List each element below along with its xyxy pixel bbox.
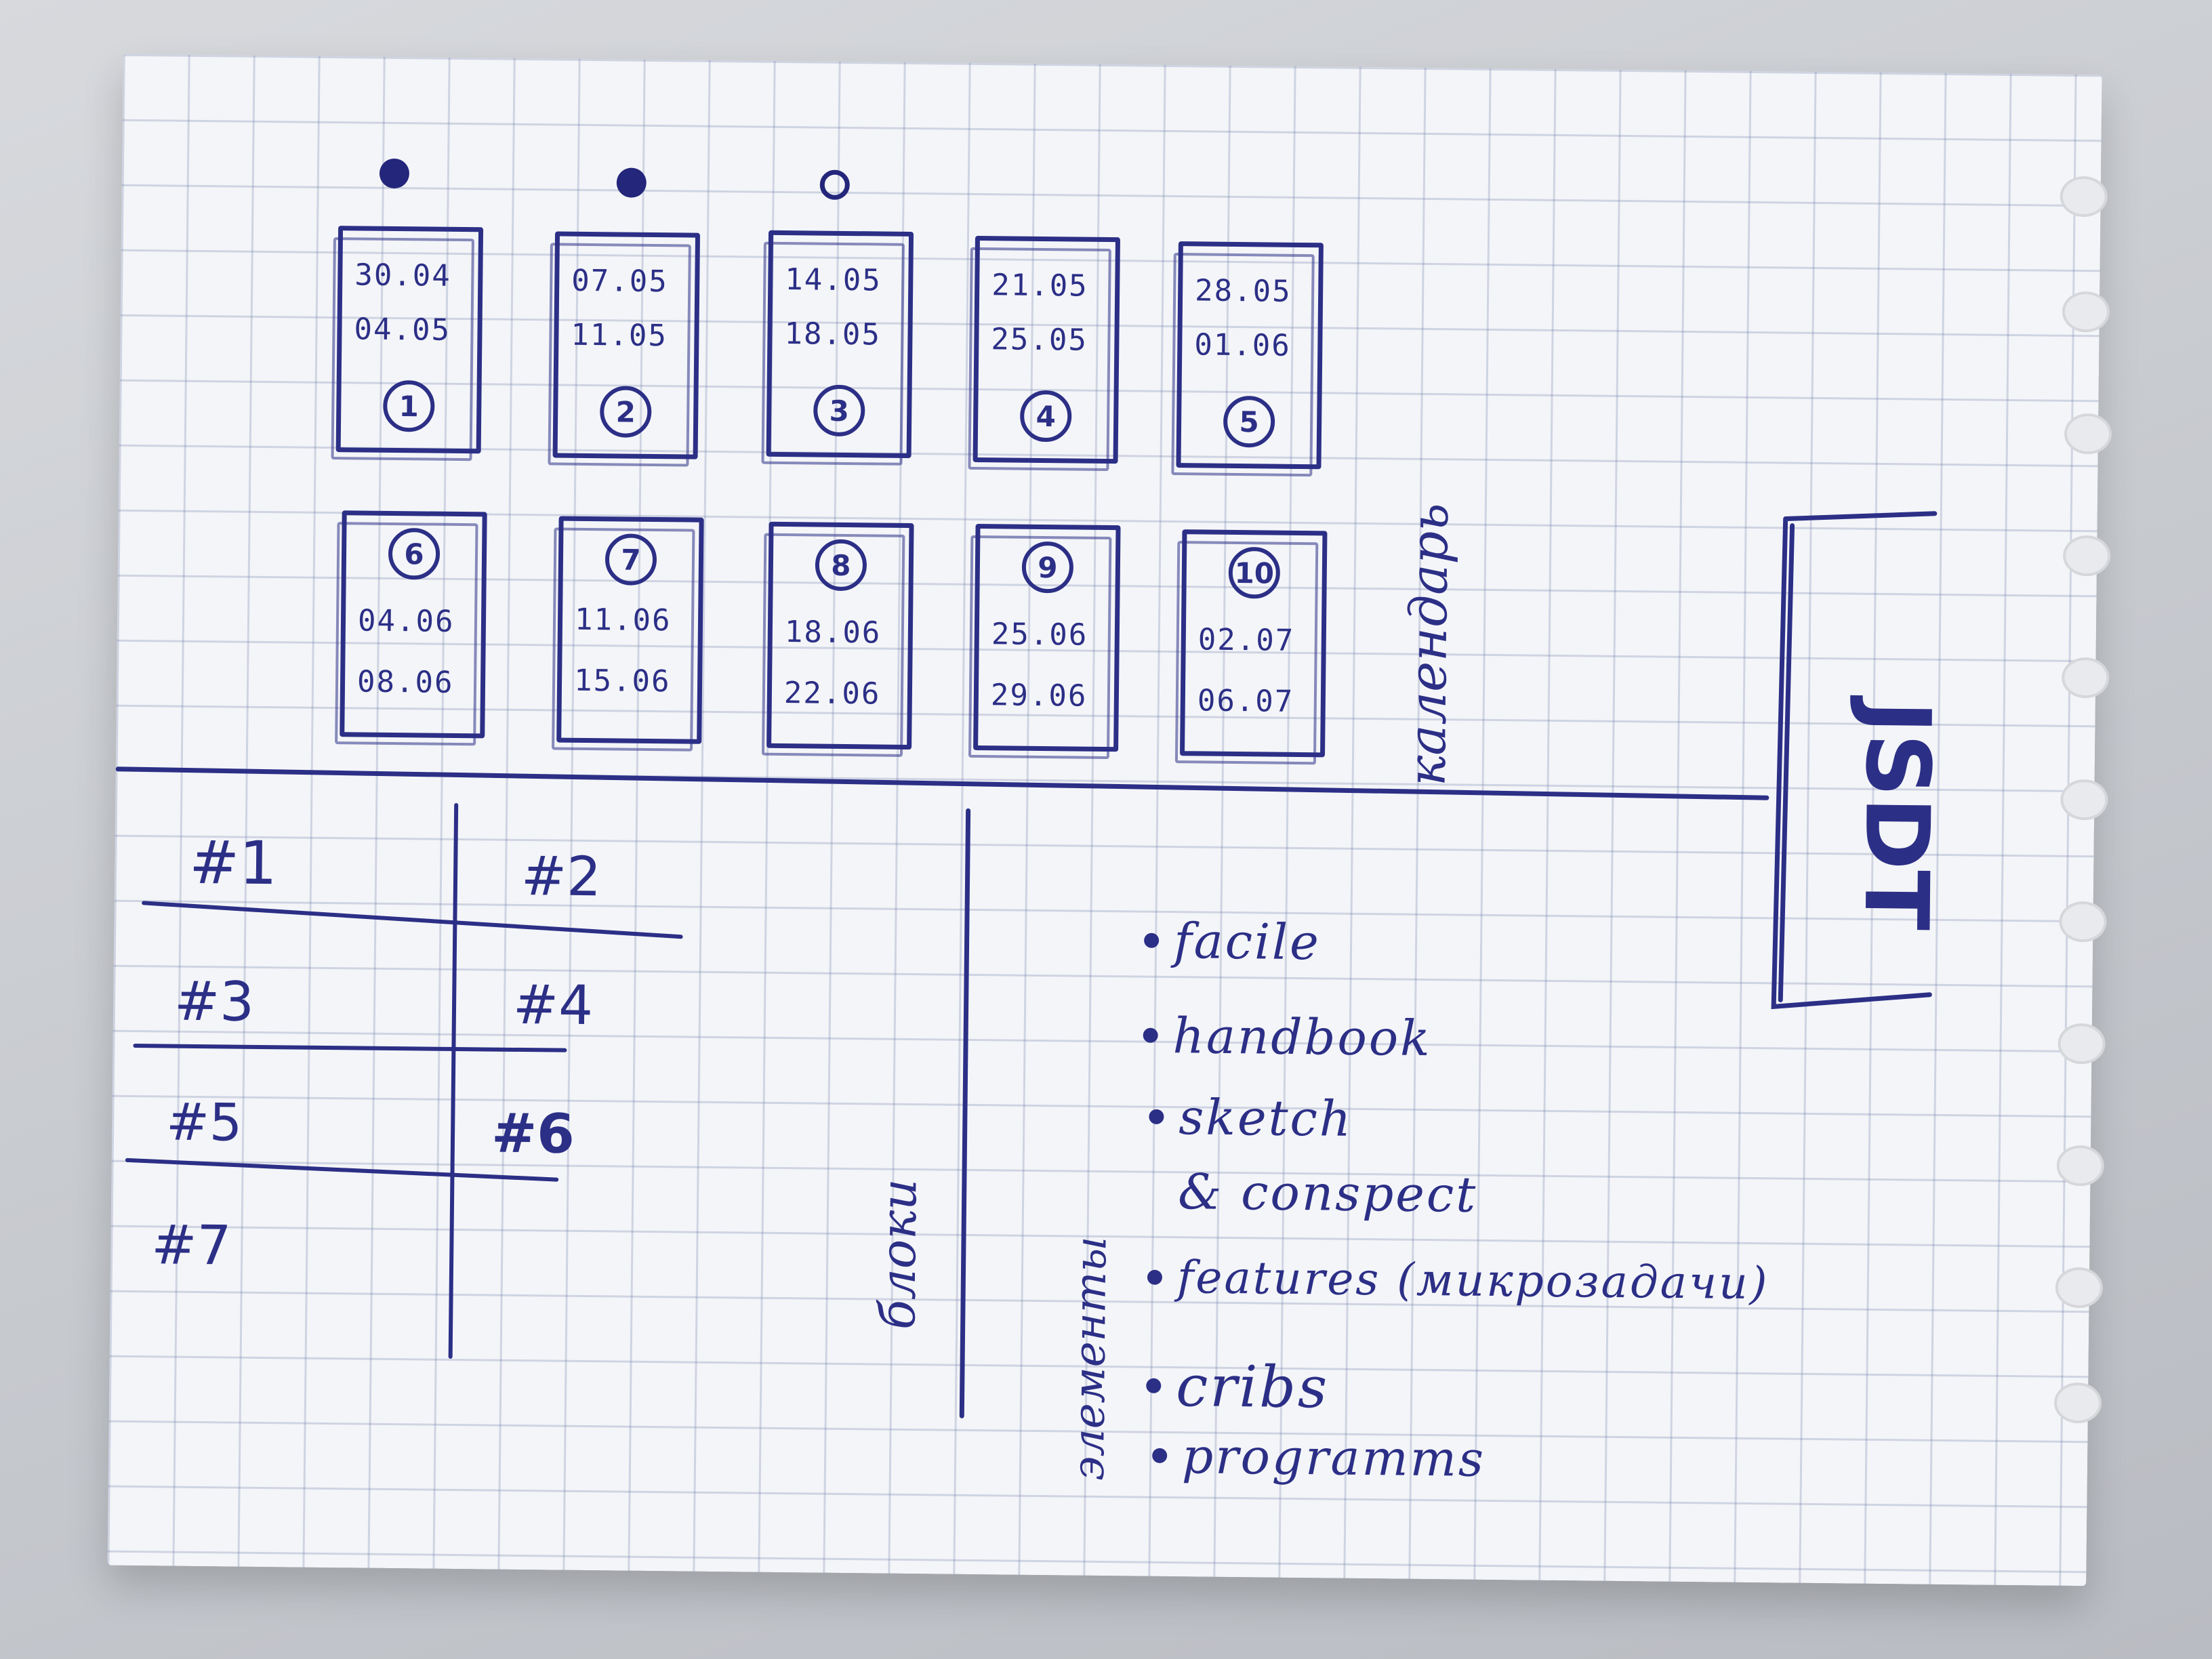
element-label: facile bbox=[1173, 912, 1322, 971]
horizontal-divider bbox=[115, 766, 1769, 800]
week-start-date: 04.06 bbox=[357, 603, 455, 639]
bullet-icon bbox=[1149, 1109, 1164, 1124]
week-card-5[interactable]: 28.05 01.06 5 bbox=[1176, 241, 1324, 470]
week-number: 2 bbox=[599, 386, 652, 438]
week-end-date: 08.06 bbox=[356, 664, 454, 700]
block-cell-7[interactable]: #7 bbox=[150, 1213, 232, 1277]
calendar-section-label: календарь bbox=[1396, 502, 1460, 787]
bullet-icon bbox=[1152, 1448, 1168, 1464]
week-card-10[interactable]: 10 02.07 06.07 bbox=[1179, 529, 1328, 758]
week-card-7[interactable]: 7 11.06 15.06 bbox=[556, 516, 704, 744]
block-cell-4[interactable]: #4 bbox=[512, 972, 594, 1038]
torn-hole bbox=[2060, 779, 2108, 821]
week-end-date: 04.05 bbox=[354, 312, 451, 348]
element-item-programms[interactable]: programms bbox=[1152, 1427, 1486, 1488]
torn-hole bbox=[2056, 1145, 2105, 1187]
week-end-date: 29.06 bbox=[990, 678, 1088, 714]
week-end-date: 22.06 bbox=[783, 676, 881, 712]
block-cell-3[interactable]: #3 bbox=[173, 969, 255, 1033]
week-card-1[interactable]: 30.04 04.05 1 bbox=[335, 226, 484, 454]
element-item-features[interactable]: features (микрозадачи) bbox=[1147, 1251, 1769, 1310]
week-indicator-open bbox=[819, 169, 851, 201]
torn-hole bbox=[2062, 291, 2110, 333]
week-end-date: 25.05 bbox=[991, 322, 1088, 358]
week-start-date: 30.04 bbox=[354, 258, 452, 293]
week-start-date: 25.06 bbox=[991, 617, 1088, 653]
element-item-facile[interactable]: facile bbox=[1144, 912, 1322, 971]
vertical-divider bbox=[959, 808, 971, 1418]
week-number: 4 bbox=[1019, 390, 1072, 443]
week-card-3[interactable]: 14.05 18.05 3 bbox=[766, 230, 914, 458]
week-end-date: 11.05 bbox=[571, 317, 668, 354]
grid-paper-sheet: 30.04 04.05 1 07.05 11.05 2 14.05 18.05 … bbox=[107, 54, 2112, 1586]
week-number: 6 bbox=[388, 527, 441, 580]
element-item-conspect[interactable]: & conspect bbox=[1178, 1163, 1478, 1223]
week-start-date: 02.07 bbox=[1197, 622, 1295, 658]
week-end-date: 15.06 bbox=[573, 663, 671, 699]
block-cell-6[interactable]: #6 bbox=[491, 1101, 575, 1166]
week-indicator-filled bbox=[616, 167, 647, 198]
blocks-row-divider bbox=[142, 901, 683, 939]
torn-hole bbox=[2064, 413, 2112, 455]
week-number: 9 bbox=[1021, 541, 1074, 594]
side-tab-label[interactable]: JSDT bbox=[1844, 700, 1950, 931]
torn-hole bbox=[2059, 901, 2107, 943]
torn-hole bbox=[2060, 176, 2108, 218]
torn-hole bbox=[2053, 1382, 2102, 1424]
week-number: 1 bbox=[382, 380, 435, 432]
week-card-2[interactable]: 07.05 11.05 2 bbox=[552, 231, 701, 459]
element-label: & conspect bbox=[1177, 1163, 1478, 1223]
element-label: features (микрозадачи) bbox=[1176, 1251, 1769, 1310]
blocks-section-label: блоки bbox=[869, 1178, 928, 1330]
block-cell-5[interactable]: #5 bbox=[165, 1091, 243, 1153]
torn-hole bbox=[2057, 1023, 2106, 1065]
week-number: 5 bbox=[1223, 395, 1275, 448]
week-start-date: 21.05 bbox=[991, 268, 1088, 304]
week-number: 7 bbox=[605, 533, 657, 586]
week-card-6[interactable]: 6 04.06 08.06 bbox=[340, 510, 487, 739]
week-number: 3 bbox=[813, 384, 865, 437]
bullet-icon bbox=[1146, 1378, 1162, 1393]
week-card-8[interactable]: 8 18.06 22.06 bbox=[766, 521, 914, 750]
blocks-column-divider bbox=[448, 802, 459, 1359]
week-start-date: 28.05 bbox=[1194, 273, 1292, 309]
bullet-icon bbox=[1147, 1269, 1163, 1285]
blocks-row-divider bbox=[133, 1044, 567, 1052]
week-indicator-filled bbox=[379, 158, 410, 189]
element-label: cribs bbox=[1175, 1353, 1330, 1421]
bullet-icon bbox=[1144, 933, 1160, 948]
element-label: sketch bbox=[1178, 1088, 1353, 1147]
element-label: programms bbox=[1181, 1427, 1486, 1488]
element-item-sketch[interactable]: sketch bbox=[1149, 1088, 1353, 1147]
torn-hole bbox=[2061, 657, 2110, 699]
element-item-handbook[interactable]: handbook bbox=[1143, 1007, 1432, 1067]
week-number: 8 bbox=[815, 539, 867, 592]
week-card-4[interactable]: 21.05 25.05 4 bbox=[972, 235, 1121, 464]
week-start-date: 07.05 bbox=[571, 263, 669, 300]
week-end-date: 01.06 bbox=[1194, 327, 1292, 363]
week-number: 10 bbox=[1228, 546, 1281, 599]
week-card-9[interactable]: 9 25.06 29.06 bbox=[973, 523, 1121, 752]
element-item-cribs[interactable]: cribs bbox=[1146, 1353, 1330, 1421]
side-tab-outline bbox=[1771, 511, 1938, 1010]
week-start-date: 18.06 bbox=[784, 615, 882, 651]
week-end-date: 06.07 bbox=[1197, 683, 1294, 719]
week-end-date: 18.05 bbox=[784, 316, 882, 352]
block-cell-2[interactable]: #2 bbox=[520, 844, 602, 909]
block-cell-1[interactable]: #1 bbox=[188, 827, 278, 899]
element-label: handbook bbox=[1172, 1007, 1433, 1067]
elements-section-label: элементы bbox=[1063, 1236, 1117, 1481]
week-start-date: 14.05 bbox=[785, 262, 882, 298]
torn-hole bbox=[2062, 535, 2111, 577]
torn-hole bbox=[2055, 1267, 2104, 1309]
bullet-icon bbox=[1143, 1027, 1158, 1043]
week-start-date: 11.06 bbox=[574, 602, 672, 638]
